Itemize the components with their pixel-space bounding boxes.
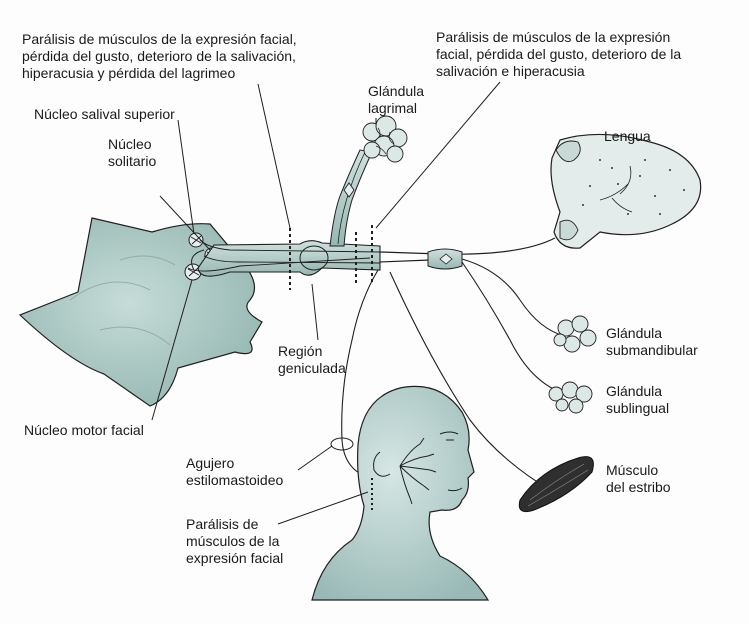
label-line: Parálisis de (186, 516, 259, 532)
stylomastoid-foramen (330, 437, 354, 451)
label-line: submandibular (606, 342, 698, 358)
head-illustration (311, 385, 490, 601)
label-line: expresión facial (186, 550, 284, 566)
label-line: geniculada (278, 360, 346, 376)
chorda-tympani (379, 237, 556, 255)
label-sublingual: Glándula sublingual (606, 383, 669, 417)
label-line: Parálisis de músculos de la expresión fa… (22, 31, 297, 47)
label-stylomastoid: Agujero estilomastoideo (186, 455, 283, 489)
label-tongue: Lengua (604, 128, 651, 144)
label-lacrimal-gland: Glándula lagrimal (368, 83, 424, 117)
tongue (550, 133, 702, 249)
label-line: solitario (108, 153, 157, 169)
label-stapedius: Músculo del estribo (606, 462, 671, 496)
label-lesion-proximal: Parálisis de músculos de la expresión fa… (22, 31, 297, 82)
label-lesion-distal: Parálisis de músculos de la expresión fa… (436, 29, 681, 80)
sublingual-gland (548, 381, 593, 414)
geniculate-ganglion (299, 245, 329, 271)
label-submandibular: Glándula submandibular (606, 325, 698, 359)
label-line: hiperacusia y pérdida del lagrimeo (22, 65, 236, 81)
label-facial-motor-nucleus: Núcleo motor facial (24, 422, 144, 438)
label-geniculate: Región geniculada (278, 343, 346, 377)
label-line: Núcleo (108, 136, 152, 152)
label-line: sublingual (606, 400, 670, 416)
greater-petrosal-nerve (329, 149, 373, 247)
lacrimal-gland (362, 115, 408, 163)
label-line: pérdida del gusto, deterioro de la saliv… (22, 48, 296, 64)
label-line: del estribo (606, 479, 671, 495)
label-face-paralysis: Parálisis de músculos de la expresión fa… (186, 516, 283, 567)
label-line: facial, pérdida del gusto, deterioro de … (436, 46, 682, 62)
label-line: salivación e hiperacusia (436, 63, 585, 79)
label-solitary-nucleus: Núcleo solitario (108, 136, 156, 170)
label-line: Agujero (186, 455, 235, 471)
label-line: Glándula (606, 383, 663, 399)
label-line: Parálisis de músculos de la expresión (436, 29, 671, 45)
submandibular-gland (553, 315, 597, 353)
label-line: Glándula (606, 325, 663, 341)
nerve-to-stapedius (389, 271, 551, 491)
label-salivary-nucleus: Núcleo salival superior (34, 106, 175, 122)
label-line: estilomastoideo (186, 472, 284, 488)
label-line: músculos de la (186, 533, 280, 549)
leader-lines (151, 81, 501, 525)
facial-nerve-branches (399, 437, 437, 505)
label-line: lagrimal (368, 100, 418, 116)
label-line: Músculo (606, 462, 659, 478)
stapedius-muscle (518, 456, 594, 513)
label-line: Glándula (368, 83, 425, 99)
label-line: Región (278, 343, 323, 359)
submandibular-ganglion (427, 248, 463, 270)
